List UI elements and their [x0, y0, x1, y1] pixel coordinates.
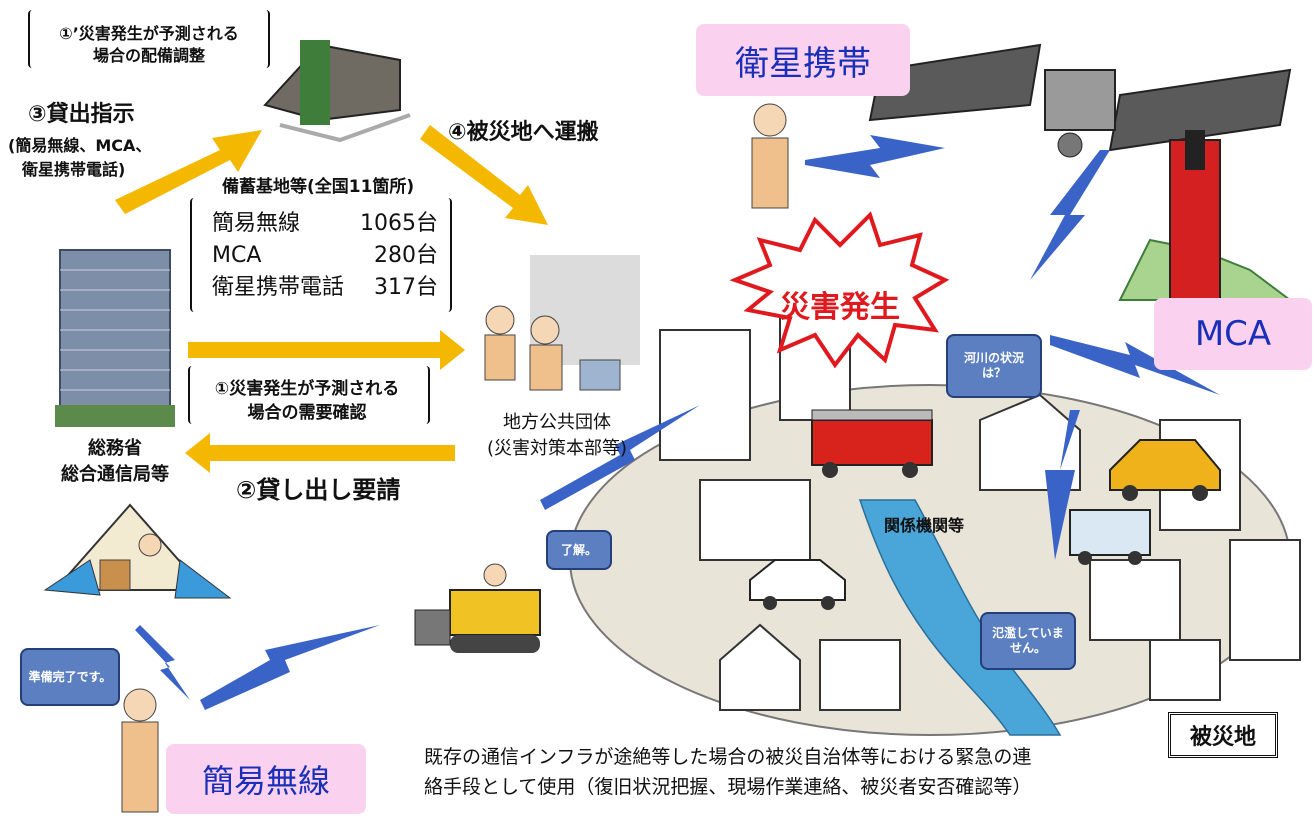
- step3-title: ③貸出指示: [28, 102, 135, 127]
- inventory-name: 簡易無線: [212, 211, 301, 236]
- person-satellite: [751, 103, 789, 209]
- depot-building: [263, 40, 411, 143]
- mca-tower: [1118, 130, 1293, 301]
- footer-line2: 絡手段として使用（復旧状況把握、現場作業連絡、被災者安否確認等）: [424, 776, 1032, 798]
- truck: [1069, 509, 1151, 565]
- taxi: [1109, 439, 1221, 501]
- arrow-step4: [420, 125, 548, 225]
- arrow-step2: [185, 433, 455, 473]
- disaster-burst-text: 災害発生: [780, 290, 900, 325]
- inventory-row: 衛星携帯電話 317台: [212, 272, 438, 304]
- step1-line1: ①災害発生が予測される: [214, 379, 400, 399]
- step1-bracket: [188, 366, 430, 424]
- flow-arrows: [115, 125, 548, 473]
- inventory-row: 簡易無線 1065台: [212, 208, 438, 240]
- tent: [43, 503, 232, 599]
- depot-caption: 備蓄基地等(全国11箇所): [222, 177, 415, 197]
- step4-title: ④被災地へ運搬: [448, 120, 599, 145]
- inventory-bracket: [190, 198, 452, 312]
- top-note-line2: 場合の配備調整: [92, 46, 205, 65]
- police-car: [749, 559, 846, 610]
- disaster-area-label: 被災地: [1168, 712, 1278, 758]
- speech-bubble-river: 河川の状況は？: [946, 334, 1042, 398]
- ministry-building: [55, 249, 175, 427]
- ministry-line2: 総合通信局等: [61, 464, 169, 485]
- fire-truck: [811, 409, 933, 478]
- ministry-line1: 総務省: [88, 438, 142, 459]
- inventory-name: 衛星携帯電話: [212, 275, 345, 300]
- step3-detail-line1: (簡易無線、MCA、: [8, 136, 152, 155]
- speech-bubble-ready: 準備完了です。: [20, 648, 120, 706]
- inventory-list: 簡易無線 1065台 MCA 280台 衛星携帯電話 317台: [212, 208, 438, 304]
- radio-lightning: [135, 135, 1220, 710]
- satellite: [868, 43, 1292, 158]
- step3-detail-line2: 衛星携帯電話): [22, 160, 126, 179]
- disaster-buildings: [659, 309, 1301, 711]
- inventory-name: MCA: [212, 243, 262, 268]
- simple-radio-label: 簡易無線: [166, 744, 366, 814]
- person-simple-radio: [121, 688, 159, 813]
- step2-title: ②貸し出し要請: [236, 476, 401, 504]
- inventory-count: 280台: [374, 243, 438, 268]
- disaster-burst: [729, 211, 950, 369]
- arrow-step3: [115, 130, 262, 214]
- speech-bubble-roger: 了解。: [546, 530, 612, 570]
- local-gov-office: [484, 255, 640, 391]
- inventory-row: MCA 280台: [212, 240, 438, 272]
- top-note-bracket: [28, 10, 270, 68]
- inventory-count: 1065台: [360, 211, 438, 236]
- top-note-line1: ①’災害発生が予測される: [59, 24, 239, 43]
- inventory-count: 317台: [374, 275, 438, 300]
- bulldozer: [414, 563, 541, 653]
- footer-line1: 既存の通信インフラが途絶等した場合の被災自治体等における緊急の連: [424, 746, 1032, 768]
- arrow-to-local: [188, 330, 465, 370]
- local-gov-line1: 地方公共団体: [503, 412, 611, 433]
- step1-line2: 場合の需要確認: [247, 403, 367, 423]
- satellite-label: 衛星携帯: [696, 24, 910, 96]
- mca-label: MCA: [1154, 298, 1312, 370]
- speech-bubble-no-flood: 氾濫していません。: [980, 612, 1076, 670]
- river: [858, 499, 1062, 736]
- local-gov-line2: (災害対策本部等): [486, 438, 628, 459]
- related-agencies-label: 関係機関等: [884, 516, 965, 535]
